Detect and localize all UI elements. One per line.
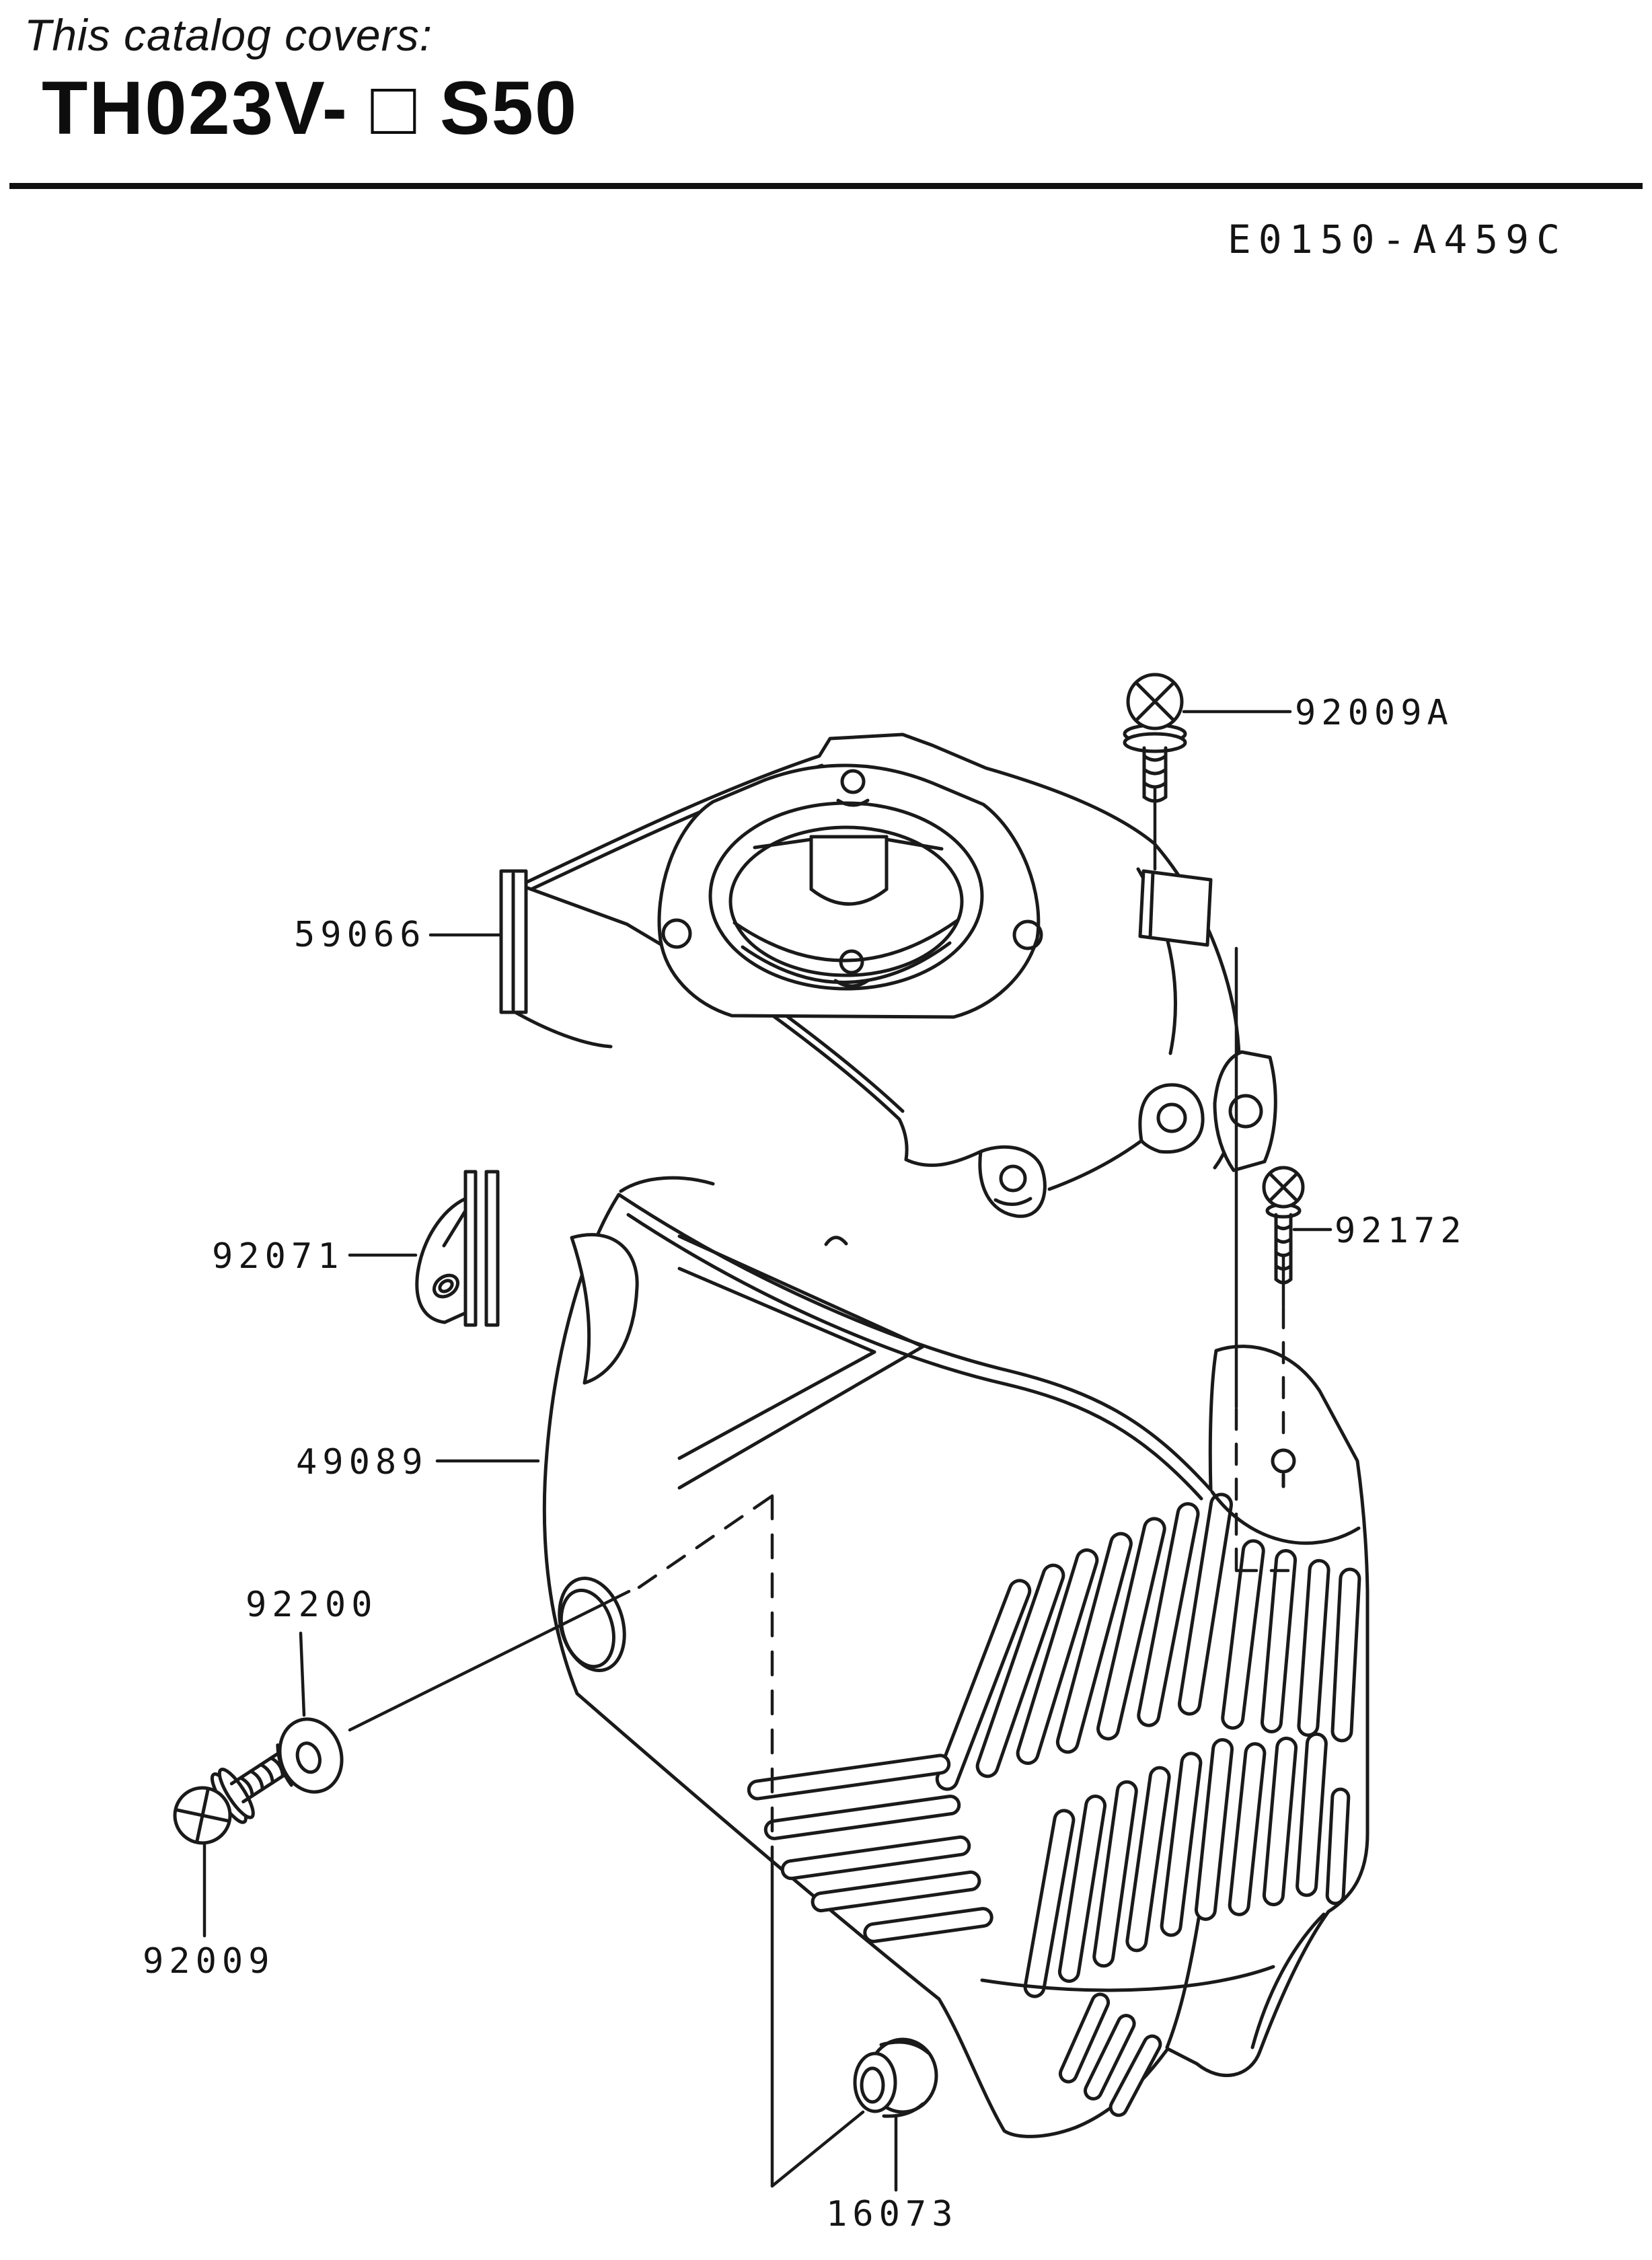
washer-92200-drawing	[276, 1717, 344, 1794]
screw-92009a-drawing	[1123, 673, 1187, 803]
part-label-92009A: 92009A	[1295, 693, 1454, 733]
header-divider	[9, 183, 1643, 189]
vent-slats-lower	[1023, 1732, 1351, 1998]
assembly-axis-lines	[348, 785, 1290, 2188]
model-code: TH023V- □ S50	[42, 66, 578, 150]
leader-lines	[202, 710, 1332, 2192]
screw-92172-drawing	[1262, 1166, 1305, 1285]
part-label-92200: 92200	[246, 1585, 378, 1625]
vent-slats-bottom	[1058, 1992, 1162, 2117]
cap-16073-drawing	[853, 2037, 938, 2118]
engine-cover-drawing	[542, 1176, 1369, 2138]
part-label-59066: 59066	[294, 915, 426, 955]
bracket-damper-drawing	[415, 1170, 500, 1327]
screw-92009-drawing	[173, 1749, 295, 1845]
part-label-92071: 92071	[212, 1236, 344, 1277]
vent-slats-left	[747, 1754, 993, 1943]
part-label-92009: 92009	[143, 1941, 275, 1982]
covers-label: This catalog covers:	[24, 10, 433, 60]
part-label-92172: 92172	[1335, 1211, 1467, 1251]
diagram-code: E0150-A459C	[1227, 217, 1567, 262]
part-label-49089: 49089	[296, 1442, 428, 1482]
fan-housing-drawing	[499, 732, 1277, 1218]
part-label-16073: 16073	[826, 2194, 959, 2234]
vent-slats-upper	[935, 1493, 1361, 1791]
